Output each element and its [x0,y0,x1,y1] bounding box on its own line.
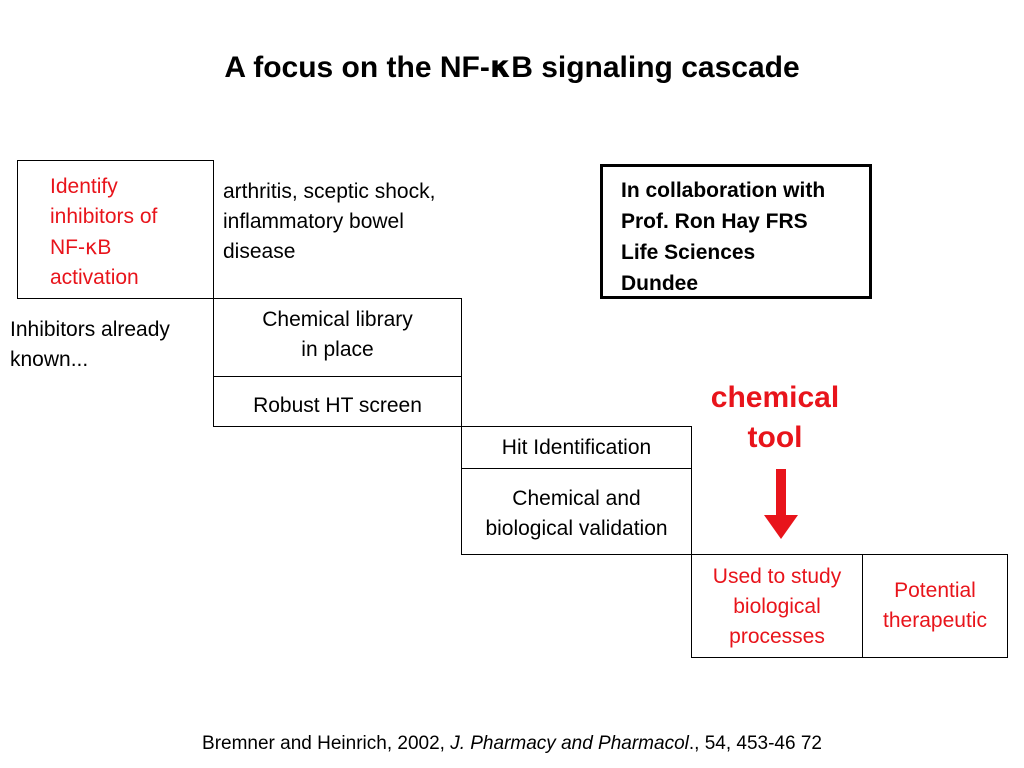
validation-line-1: Chemical and [512,487,641,510]
hit-identification-text: Hit Identification [501,436,652,459]
citation-authors: Bremner and Heinrich, 2002, [202,733,451,754]
validation-box: Chemical and biological validation [461,468,692,555]
inhibitors-known-line-1: Inhibitors already [10,318,170,341]
chemical-tool-line-1: chemical [710,381,840,414]
collaboration-line-4: Dundee [621,272,699,295]
potential-therapeutic-box: Potential therapeutic [862,554,1008,658]
collaboration-line-3: Life Sciences [621,241,756,264]
identify-line-4: activation [50,266,139,289]
potential-therapeutic-line-1: Potential [894,579,976,602]
disease-line-3: disease [223,240,296,263]
robust-screen-text: Robust HT screen [253,394,422,417]
collaboration-text: In collaboration with Prof. Ron Hay FRS … [621,175,881,299]
title-kappa: κ [489,50,512,85]
down-arrow-icon [764,469,798,539]
identify-nf-suffix: B [97,236,112,259]
citation: Bremner and Heinrich, 2002, J. Pharmacy … [0,733,1024,755]
used-to-study-line-1: Used to study [712,565,842,588]
chemical-library-box: Chemical library in place [213,298,462,377]
disease-line-2: inflammatory bowel [223,210,404,233]
chemical-library-text: Chemical library in place [214,305,461,365]
identify-line-3: NF-κB [50,232,157,263]
chemical-tool-line-2: tool [747,421,803,454]
chemical-tool-label: chemical tool [690,378,860,458]
down-arrow-head [764,515,798,539]
inhibitors-known-line-2: known... [10,348,89,371]
potential-therapeutic-line-2: therapeutic [883,609,987,632]
identify-inhibitors-text: Identify inhibitors of NF-κB activation [50,172,157,293]
identify-nf-prefix: NF- [50,236,85,259]
collaboration-line-1: In collaboration with [621,179,826,202]
inhibitors-known-text: Inhibitors already known... [10,315,215,375]
potential-therapeutic-text: Potential therapeutic [863,576,1007,636]
used-to-study-box: Used to study biological processes [691,554,863,658]
collaboration-line-2: Prof. Ron Hay FRS [621,210,808,233]
down-arrow-shaft [776,469,786,517]
chemical-library-line-2: in place [301,338,374,361]
title-prefix: A focus on the NF- [224,51,490,84]
page-title: A focus on the NF-κB signaling cascade [0,50,1024,85]
collaboration-box: In collaboration with Prof. Ron Hay FRS … [600,164,872,299]
identify-line-2: inhibitors of [50,205,158,228]
validation-text: Chemical and biological validation [462,484,691,544]
identify-inhibitors-box: Identify inhibitors of NF-κB activation [17,160,214,299]
citation-details: ., 54, 453-46 72 [688,733,822,754]
hit-identification-box: Hit Identification [461,426,692,469]
identify-line-1: Identify [50,175,118,198]
validation-line-2: biological validation [485,517,668,540]
disease-list-text: arthritis, sceptic shock, inflammatory b… [223,177,513,267]
disease-line-1: arthritis, sceptic shock, [223,180,436,203]
citation-journal: J. Pharmacy and Pharmacol [450,733,689,754]
title-suffix: B signaling cascade [511,51,800,84]
used-to-study-text: Used to study biological processes [692,562,862,652]
used-to-study-line-3: processes [729,625,825,648]
chemical-library-line-1: Chemical library [262,308,413,331]
used-to-study-line-2: biological [733,595,821,618]
identify-kappa: κ [85,235,98,259]
robust-screen-box: Robust HT screen [213,376,462,427]
